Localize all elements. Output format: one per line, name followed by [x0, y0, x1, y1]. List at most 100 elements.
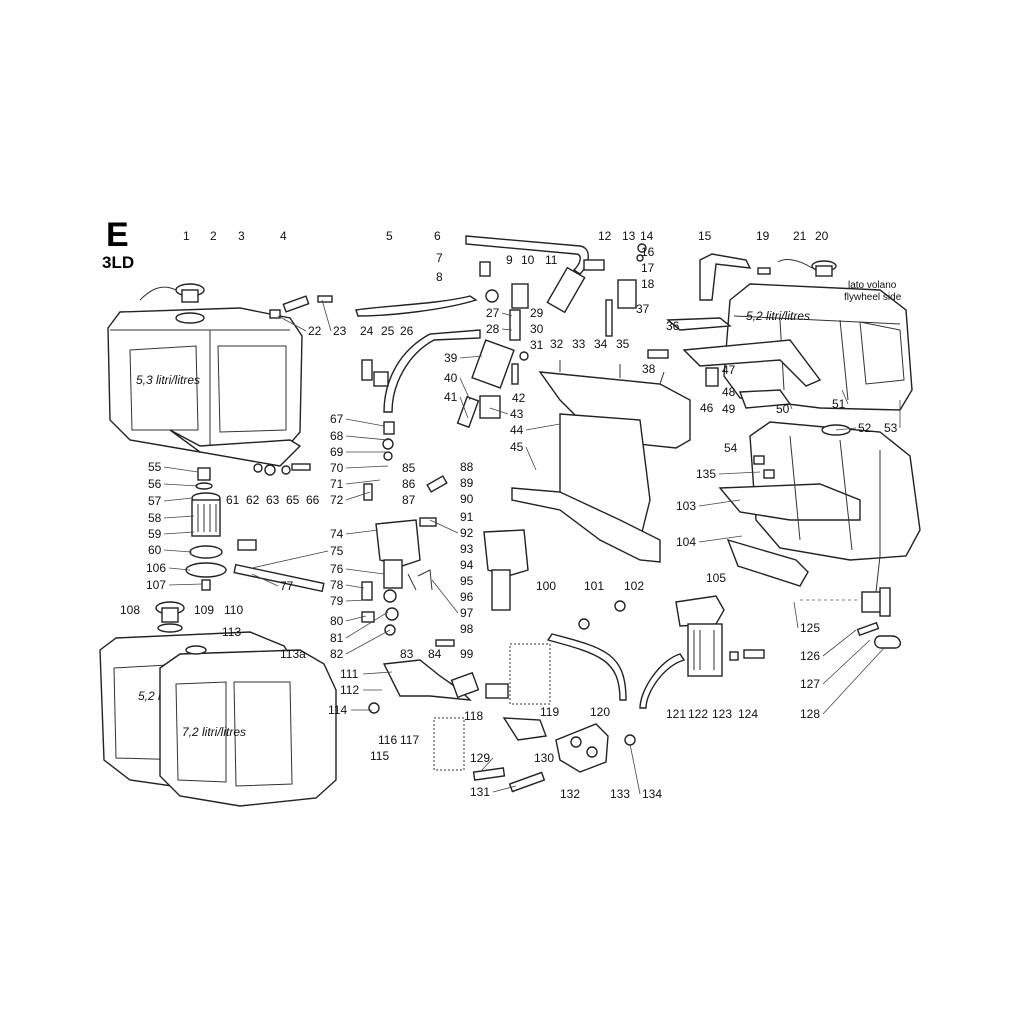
part-number-127: 127 [800, 677, 820, 691]
injection-pump-left [375, 519, 421, 636]
leader-line-50 [789, 403, 793, 410]
part-number-50: 50 [776, 402, 790, 416]
leader-line-131 [492, 785, 517, 793]
fuel-filter-assembly [185, 467, 227, 591]
part-number-2: 2 [210, 229, 217, 243]
part-number-37: 37 [636, 302, 650, 316]
part-number-122: 122 [688, 707, 708, 721]
leader-line-22 [277, 315, 307, 332]
leader-line-111 [362, 671, 393, 675]
fuel-tank-103 [718, 421, 921, 561]
leader-line-104 [698, 535, 743, 543]
tank-capacity-label: 5,3 litri/litres [136, 373, 200, 387]
injector-nozzle-icon [617, 279, 637, 309]
leader-line-43 [489, 407, 509, 415]
cap-nut-icon [479, 395, 501, 419]
leader-line-128 [822, 647, 885, 715]
injection-pump-right [483, 529, 529, 611]
bolt-icon [757, 267, 771, 275]
part-number-1: 1 [183, 229, 190, 243]
leader-line-59 [163, 531, 195, 535]
part-number-98: 98 [460, 622, 474, 636]
nozzle-icon [456, 395, 480, 429]
part-number-74: 74 [330, 527, 344, 541]
leader-line-52 [835, 427, 857, 431]
part-number-8: 8 [436, 270, 443, 284]
part-number-108: 108 [120, 603, 140, 617]
part-number-56: 56 [148, 477, 162, 491]
part-number-43: 43 [510, 407, 524, 421]
part-number-63: 63 [266, 493, 280, 507]
stud-icon [605, 299, 613, 337]
mounting-bracket-44 [538, 360, 691, 449]
leader-line-60 [163, 549, 193, 553]
part-number-19: 19 [756, 229, 770, 243]
part-number-62: 62 [246, 493, 260, 507]
screw-set-icon [269, 295, 333, 319]
leader-line-135 [718, 471, 761, 475]
leader-line-55 [163, 466, 199, 473]
part-number-33: 33 [572, 337, 586, 351]
part-number-4: 4 [280, 229, 287, 243]
leader-line-58 [163, 515, 195, 519]
part-number-93: 93 [460, 542, 474, 556]
part-number-128: 128 [800, 707, 820, 721]
part-number-103: 103 [676, 499, 696, 513]
support-bracket-icon [699, 253, 752, 301]
tank-capacity-label: 7,2 litri/litres [182, 725, 246, 739]
part-number-30: 30 [530, 322, 544, 336]
washer-icon [485, 289, 499, 303]
fuel-filter-cartridge [675, 595, 725, 677]
leader-line-57 [163, 497, 193, 502]
part-number-75: 75 [330, 544, 344, 558]
leader-line-127 [822, 639, 871, 685]
leader-line-77 [251, 573, 279, 587]
leader-line-107 [168, 583, 203, 586]
part-number-68: 68 [330, 429, 344, 443]
pump-flange-icon [502, 717, 547, 741]
banjo-bolt-icon [426, 475, 448, 493]
part-number-29: 29 [530, 306, 544, 320]
part-number-24: 24 [360, 324, 374, 338]
leader-line-70 [345, 465, 389, 469]
fuel-hose [508, 771, 546, 793]
part-number-132: 132 [560, 787, 580, 801]
leader-line-80 [345, 615, 367, 622]
part-number-97: 97 [460, 606, 474, 620]
part-number-113a: 113a [280, 647, 306, 661]
clamp-icon [583, 259, 605, 271]
part-number-105: 105 [706, 571, 726, 585]
part-number-135: 135 [696, 467, 716, 481]
part-number-38: 38 [642, 362, 656, 376]
part-number-91: 91 [460, 510, 474, 524]
leader-line-45 [525, 446, 537, 471]
part-number-89: 89 [460, 476, 474, 490]
part-number-59: 59 [148, 527, 162, 541]
tank-capacity-label: 5,2 litri/litres [746, 309, 810, 323]
fuel-hose [639, 653, 686, 709]
spring-icon [361, 581, 373, 601]
leader-line-134 [629, 743, 641, 795]
part-number-85: 85 [402, 461, 416, 475]
part-number-53: 53 [884, 421, 898, 435]
part-number-111: 111 [340, 667, 359, 681]
banjo-fitting-icon [614, 600, 626, 612]
part-number-25: 25 [381, 324, 395, 338]
stud-icon [511, 363, 519, 385]
part-number-104: 104 [676, 535, 696, 549]
washer-icon [636, 254, 644, 262]
part-number-7: 7 [436, 251, 443, 265]
part-number-131: 131 [470, 785, 490, 799]
part-number-120: 120 [590, 705, 610, 719]
part-number-102: 102 [624, 579, 644, 593]
part-number-123: 123 [712, 707, 732, 721]
part-number-47: 47 [722, 363, 736, 377]
leader-line-56 [163, 483, 199, 487]
part-number-81: 81 [330, 631, 344, 645]
part-number-21: 21 [793, 229, 807, 243]
screw-icon [743, 649, 765, 659]
section-letter: E [106, 216, 129, 254]
part-number-88: 88 [460, 460, 474, 474]
filler-cap-icon [139, 283, 205, 303]
part-number-46: 46 [700, 401, 714, 415]
